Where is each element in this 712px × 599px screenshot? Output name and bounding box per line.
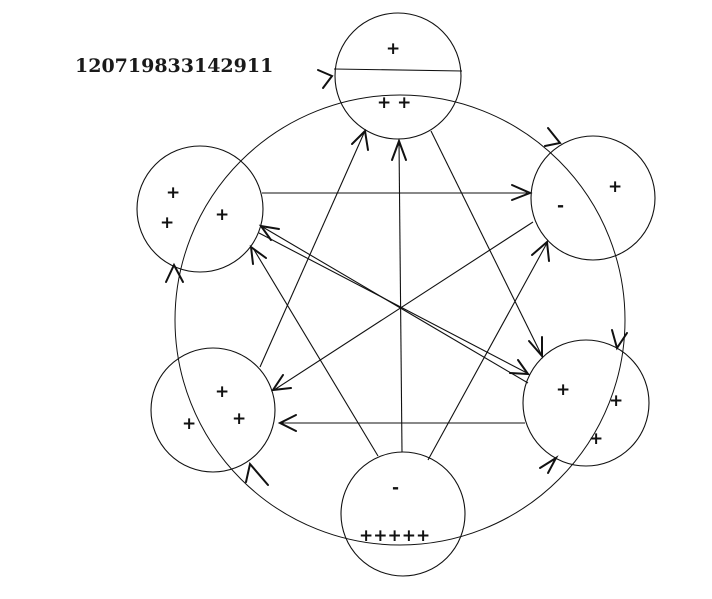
node-bottom-sign: +++++ xyxy=(359,526,430,546)
edge-bottom-to-left-arrowhead xyxy=(249,244,267,265)
edge-lower-left-to-top xyxy=(259,132,365,368)
identifier-label: 120719833142911 xyxy=(75,55,273,77)
ring-arrowhead-lower-left xyxy=(245,461,269,486)
node-bottom xyxy=(340,451,466,577)
edge-lower-right-to-lower-left-arrowhead xyxy=(277,414,297,432)
node-right xyxy=(530,135,656,261)
edges xyxy=(249,128,550,461)
edge-bottom-to-left xyxy=(252,247,379,457)
node-left xyxy=(136,145,264,273)
edge-bottom-to-right-arrowhead xyxy=(531,239,550,262)
node-top xyxy=(334,12,462,140)
node-right-sign: - xyxy=(557,196,564,216)
node-left-sign: + xyxy=(166,183,180,203)
node-lower-right-sign: + xyxy=(589,429,603,449)
node-top-sign: + xyxy=(386,39,400,59)
node-bottom-sign: - xyxy=(392,478,399,498)
node-top-signs: + + + xyxy=(377,39,411,113)
edge-left-to-lower-right-arrowhead xyxy=(509,359,531,376)
edge-left-to-right-arrowhead xyxy=(511,184,533,201)
edge-top-to-lower-right-arrowhead xyxy=(528,336,543,359)
ring-arrowhead-left xyxy=(165,262,184,283)
node-top-sign: + + xyxy=(377,93,411,113)
node-left-sign: + xyxy=(215,205,229,225)
node-lower-left-sign: + xyxy=(215,382,229,402)
ring-arrowhead-bottom xyxy=(539,455,559,474)
node-lower-right-sign: + xyxy=(609,391,623,411)
node-bottom-signs: - +++++ xyxy=(359,478,430,546)
node-left-sign: + xyxy=(160,213,174,233)
node-lower-right-sign: + xyxy=(556,380,570,400)
edge-lower-right-to-left-arrowhead xyxy=(258,224,280,241)
edge-lower-right-to-left xyxy=(260,225,529,384)
edge-right-to-lower-left-arrowhead xyxy=(270,374,292,392)
ring-arrowheads xyxy=(165,69,628,486)
edge-bottom-to-right xyxy=(427,242,548,461)
edge-bottom-to-top-arrowhead xyxy=(391,138,407,161)
node-right-signs: - + xyxy=(557,177,622,216)
node-lower-left-sign: + xyxy=(232,409,246,429)
node-lower-left-signs: + + + xyxy=(182,382,246,434)
node-lower-left xyxy=(150,347,276,473)
ring-arrowhead-top xyxy=(317,69,334,89)
edge-lower-left-to-top-arrowhead xyxy=(351,128,369,151)
node-lower-right-signs: + + + xyxy=(556,380,623,449)
node-top-divider xyxy=(333,68,463,72)
outer-ring xyxy=(174,94,626,546)
edge-top-to-lower-right xyxy=(430,130,543,357)
node-lower-left-sign: + xyxy=(182,414,196,434)
edge-bottom-to-top xyxy=(398,140,403,453)
node-left-signs: + + + xyxy=(160,183,229,233)
node-right-sign: + xyxy=(608,177,622,197)
node-lower-right xyxy=(522,339,650,467)
ring-arrowhead-right xyxy=(544,127,562,147)
edge-right-to-lower-left xyxy=(273,221,534,391)
